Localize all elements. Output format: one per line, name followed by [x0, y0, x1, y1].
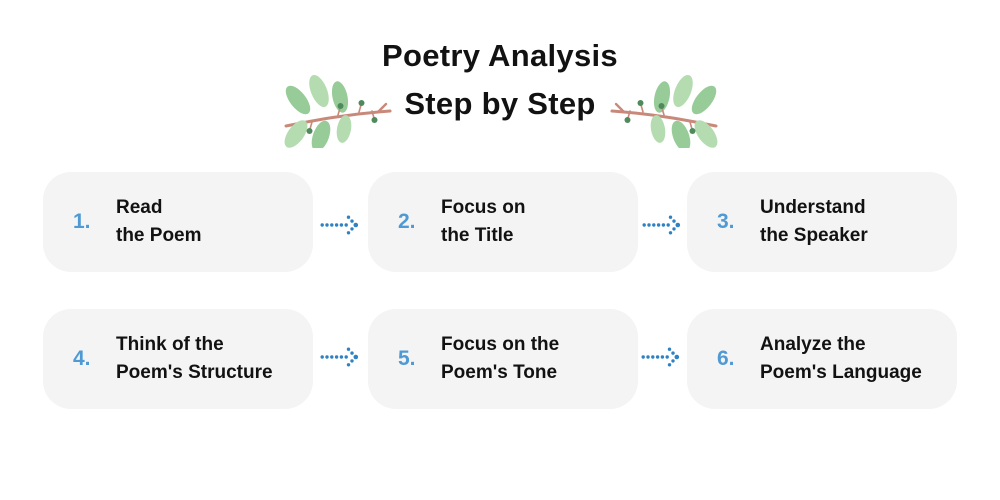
- step-number: 4.: [73, 347, 91, 370]
- title-line-1: Poetry Analysis: [382, 38, 618, 73]
- step-card-4: 4. Think of the Poem's Structure: [43, 309, 313, 409]
- step-number: 2.: [398, 210, 416, 233]
- step-label: Think of the Poem's Structure: [116, 334, 273, 383]
- step-label: Focus on the Poem's Tone: [441, 334, 560, 383]
- step-card-2: 2. Focus on the Title: [368, 172, 638, 272]
- step-card-1: 1. Read the Poem: [43, 172, 313, 272]
- step-label: Analyze the Poem's Language: [760, 334, 922, 383]
- laurel-branch-right-icon: [610, 74, 718, 148]
- step-label: Read the Poem: [116, 197, 202, 246]
- step-label: Understand the Speaker: [760, 197, 868, 246]
- step-card-6: 6. Analyze the Poem's Language: [687, 309, 957, 409]
- step-number: 6.: [717, 347, 735, 370]
- step-number: 1.: [73, 210, 91, 233]
- step-number: 5.: [398, 347, 416, 370]
- dotted-arrow-right-icon: [320, 215, 359, 235]
- laurel-branch-left-icon: [284, 74, 392, 148]
- dotted-arrow-right-icon: [320, 347, 359, 367]
- step-card-3: 3. Understand the Speaker: [687, 172, 957, 272]
- step-label: Focus on the Title: [441, 197, 526, 246]
- step-number: 3.: [717, 210, 735, 233]
- dotted-arrow-right-icon: [642, 215, 681, 235]
- step-card-5: 5. Focus on the Poem's Tone: [368, 309, 638, 409]
- title-line-2: Step by Step: [404, 86, 596, 121]
- dotted-arrow-right-icon: [641, 347, 680, 367]
